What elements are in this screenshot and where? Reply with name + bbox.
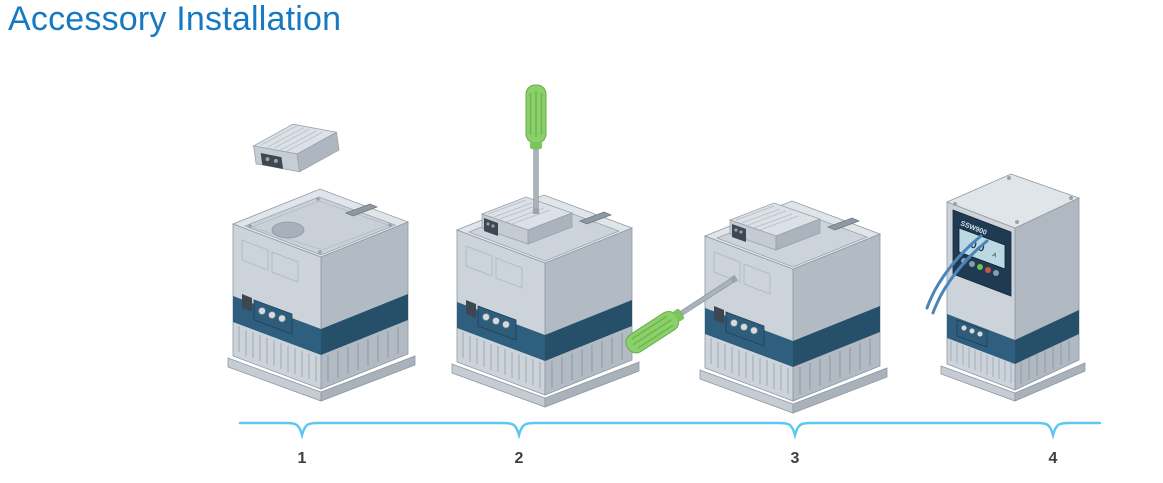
display-unit: A — [991, 252, 997, 259]
step-number-4: 4 — [1049, 450, 1058, 467]
step-number-3: 3 — [791, 450, 800, 467]
step-1-illustration — [227, 123, 416, 402]
step-4-illustration: SSW900 0.0 A — [925, 173, 1086, 402]
screwdriver-icon — [525, 84, 547, 215]
page-title: Accessory Installation — [8, 0, 342, 38]
step-3-illustration — [621, 200, 888, 414]
soft-starter-device-accessory — [451, 194, 640, 408]
soft-starter-device-assembled: SSW900 0.0 A — [940, 173, 1086, 402]
accessory-module — [252, 123, 340, 173]
step-number-1: 1 — [298, 450, 307, 467]
soft-starter-device-accessory — [699, 200, 888, 414]
bracket-line — [238, 421, 1102, 440]
step-numbers: 1 2 3 4 — [298, 450, 1058, 467]
step-number-2: 2 — [515, 450, 524, 467]
signal-cables — [925, 234, 989, 315]
soft-starter-device-open — [227, 188, 416, 402]
step-2-illustration — [451, 84, 640, 408]
